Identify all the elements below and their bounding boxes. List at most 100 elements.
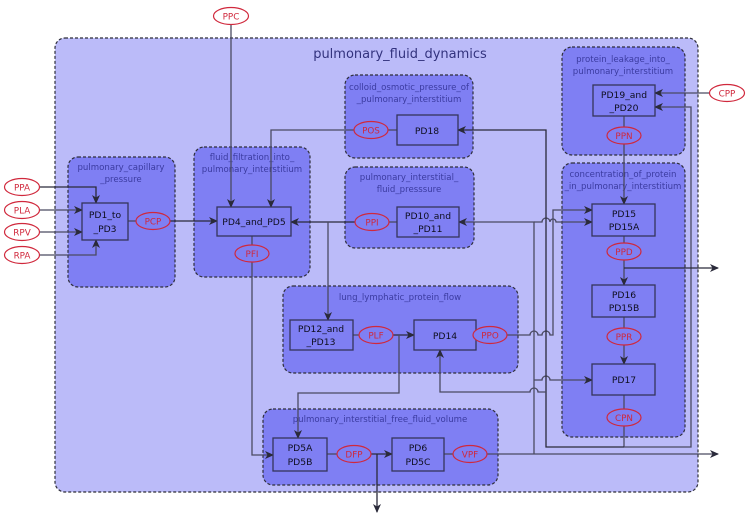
edge-ppo-to-pd15 [507,206,593,336]
node-label-line2: PD15B [609,303,640,314]
node-label-line1: PD18 [415,126,439,137]
variable-ellipse [3,222,41,242]
variable-ellipse [234,244,270,263]
variable-label: PPN [615,132,632,142]
node-box [391,437,445,472]
node-pd15: PD15 PD15A [591,203,656,237]
variable-label: VPF [462,451,478,461]
edge-plf-to-pd5a [294,335,400,439]
group-box [282,285,519,374]
group-title-line1: pulmonary_capillary [77,163,164,173]
variable-label: RPV [13,229,30,239]
edge-pos-to-pd4 [267,129,354,208]
variable-ellipse [708,83,746,103]
group-title-line2: pulmonary_interstitium [202,165,302,175]
edge-cpn-to-pd18 [457,126,624,448]
variable-label: POS [362,127,380,137]
node-label-line1: PD4_and_PD5 [222,217,286,228]
group-title-line2: _pulmonary_interstitium [356,95,462,105]
group-title-line1: lung_lymphatic_protein_flow [339,293,461,303]
node-label-line1: PD19_and [601,90,647,101]
node-label-line1: PD5A [288,443,313,454]
diagram-title: pulmonary_fluid_dynamics [313,47,487,62]
node-box [396,206,460,238]
node-label-line1: PD12_and [298,324,344,335]
variable-ellipse [336,444,372,464]
group-title-line1: colloid_osmotic_pressure_of [349,83,470,93]
variable-ellipse [472,325,508,345]
group-title-line1: fluid_filtration_into_ [210,153,295,163]
edge-ppa-to-pd1 [39,186,100,204]
variable-label: PPA [14,184,30,194]
variable-label: PPO [481,332,499,342]
variable-label: PCP [145,218,162,228]
node-box [396,114,459,146]
variable-ellipse [212,6,250,26]
node-label-line1: PD17 [612,375,636,386]
node-label-line1: PD16 [612,290,636,301]
variable-label: CPN [615,414,633,424]
node-label-line2: PD15A [609,222,640,233]
node-box [591,203,656,237]
node-label-line2: PD5C [406,457,431,468]
node-pd16: PD16 PD15B [591,284,656,318]
node-label-line1: PD14 [433,331,457,342]
variable-pos: POS [353,120,389,140]
variable-ellipse [606,242,642,261]
node-pd6-pd5c: PD6 PD5C [391,437,445,472]
node-label-line1: PD1_to [89,210,122,221]
node-box [272,437,328,472]
variable-cpp: CPP [708,83,746,103]
variable-rpa: RPA [3,245,41,265]
variable-ppo: PPO [472,325,508,345]
node-box [81,202,129,241]
variable-label: PPI [365,219,378,229]
node-box [592,84,656,117]
edge-pfi-to-pd5a [251,262,274,459]
node-label-line2: _PD13 [306,337,336,348]
variable-pcp: PCP [135,211,171,231]
group-title-line2: _pressure [99,175,141,185]
group-title-line1: pulmonary_interstitial_free_fluid_volume [293,415,468,425]
edges [39,25,719,513]
node-pd5a-pd5b: PD5A PD5B [272,437,328,472]
node-label-line2: _PD11 [413,224,443,235]
variable-cpn: CPN [606,408,642,427]
node-pd1-to-pd3: PD1_to _PD3 [81,202,129,241]
edge-rpa-to-pd1 [39,239,100,256]
variable-label: PPD [615,248,633,258]
group-title-line1: protein_leakage_into_ [576,55,670,65]
variable-ellipse [353,120,389,140]
variable-label: PLF [368,332,383,342]
node-pd10-and-pd11: PD10_and _PD11 [396,206,460,238]
group-title-line2: pulmonary_interstitium [573,67,673,77]
node-box [289,319,354,351]
variable-vpf: VPF [452,444,488,464]
node-label-line2: _PD20 [609,103,639,114]
variable-pfi: PFI [234,244,270,263]
variable-label: PFI [246,250,259,260]
node-pd14: PD14 [413,319,477,351]
variable-label: CPP [719,90,736,100]
variable-ellipse [3,200,41,220]
node-pd17: PD17 [591,363,656,396]
node-label-line1: PD6 [409,443,428,454]
node-pd4-and-pd5: PD4_and_PD5 [216,206,292,237]
node-box [216,206,292,237]
variable-ellipse [606,126,642,145]
variable-ellipse [606,327,642,346]
group-lung-lymphatic-protein-flow: lung_lymphatic_protein_flow [282,285,519,374]
node-label-line2: PD5B [288,457,313,468]
variable-pla: PLA [3,200,41,220]
variable-ppc: PPC [212,6,250,26]
group-title-line2: _in_pulmonary_interstitium [564,182,682,192]
variable-ppi: PPI [354,212,390,232]
group-title-line2: fluid_presssure [377,185,442,195]
variable-dfp: DFP [336,444,372,464]
group-title-line1: concentration_of_protein [570,170,677,180]
group-title-line1: pulmonary_interstitial_ [360,173,459,183]
variable-ellipse [358,325,394,345]
variable-label: PPC [223,13,240,23]
variable-ellipse [452,444,488,464]
